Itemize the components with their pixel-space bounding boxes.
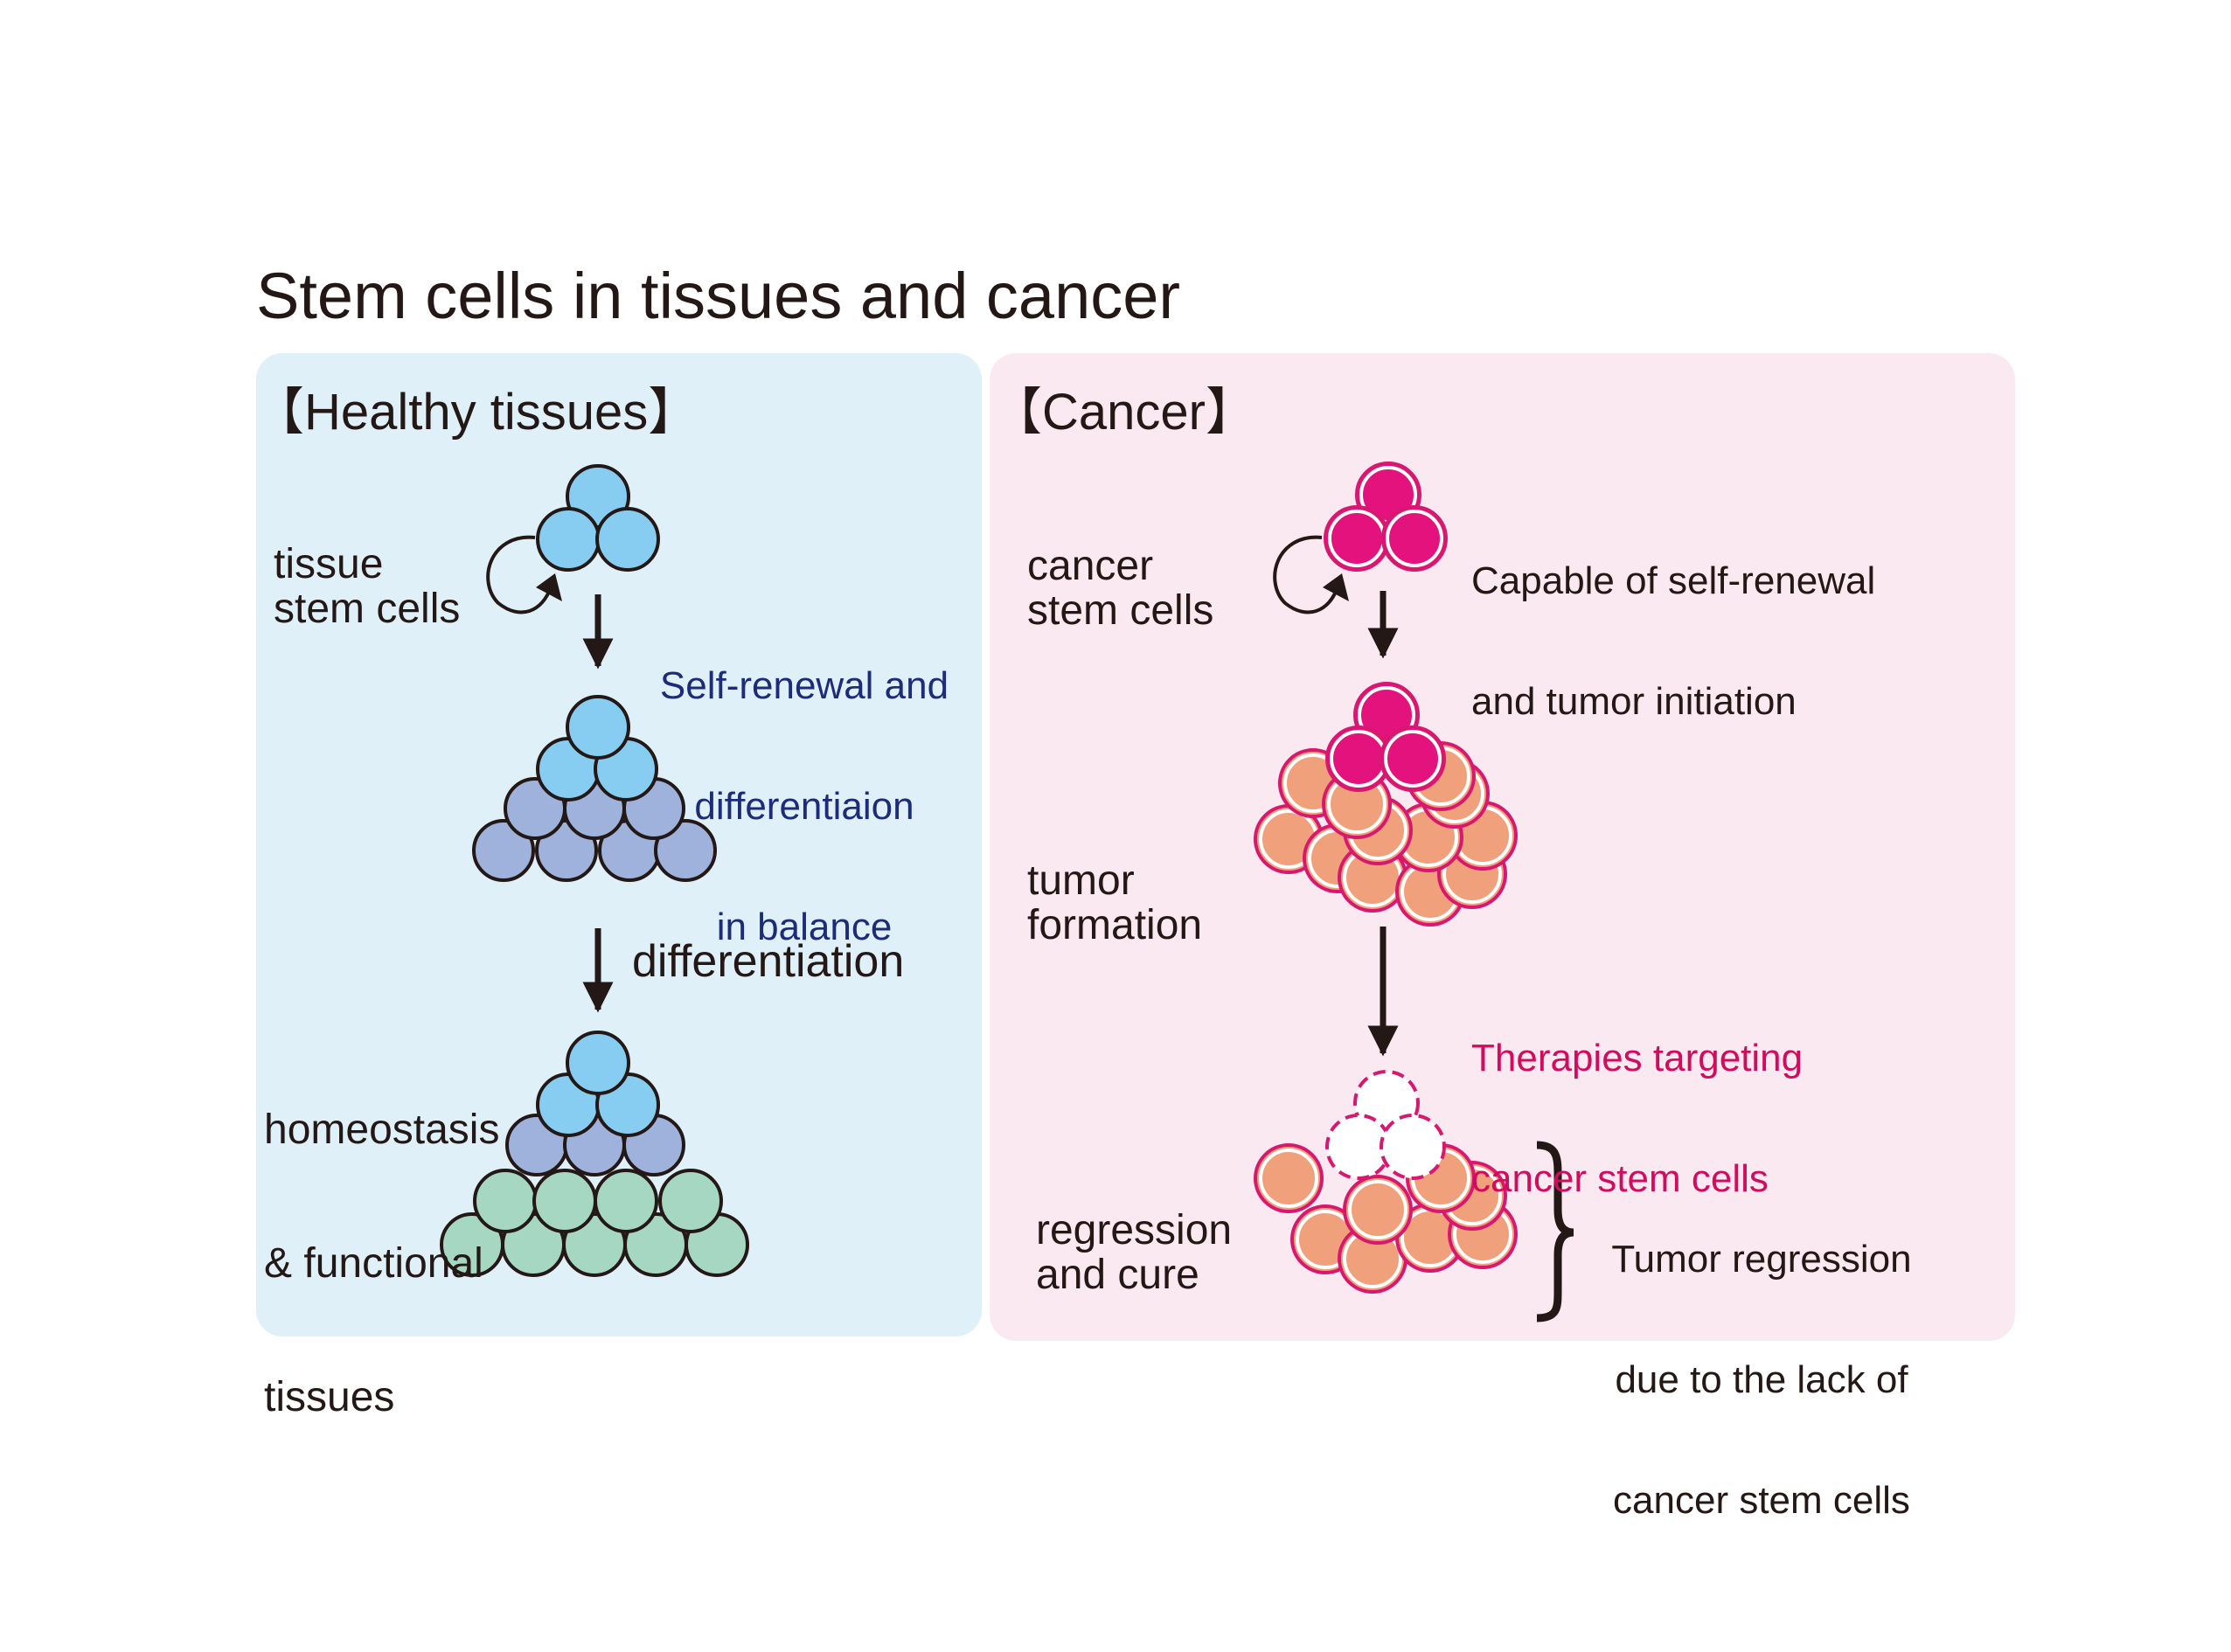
therapy-note: Therapies targeting cancer stem cells [1471,1037,1804,1200]
tissue-stem-cell-cluster [536,464,660,572]
differentiation-label: differentiation [632,936,905,987]
healthy-heading: 【Healthy tissues】 [254,384,699,441]
tumor-cluster [1254,741,1518,927]
functional-tissue-pyramid [440,1031,749,1277]
homeostasis-label: homeostasis & functional tissues [264,1107,500,1420]
cancer-self-renewal-loop-icon [1273,535,1339,614]
regression-note: Tumor regression due to the lack of canc… [1611,1238,1912,1522]
capability-note: Capable of self-renewal and tumor initia… [1471,559,1876,723]
eliminated-stem-cells [1325,1070,1446,1180]
balance-note: Self-renewal and differentiaion in balan… [659,664,949,948]
page-title: Stem cells in tissues and cancer [256,260,1181,332]
cancer-stem-cell-cluster [1324,462,1448,572]
cancer-heading: 【Cancer】 [991,384,1256,441]
curly-brace-icon [1536,1141,1574,1322]
tumor-cancer-stem-cells [1325,682,1446,792]
self-renewal-loop-icon [486,535,553,614]
stem-progenitor-pyramid [472,695,717,882]
